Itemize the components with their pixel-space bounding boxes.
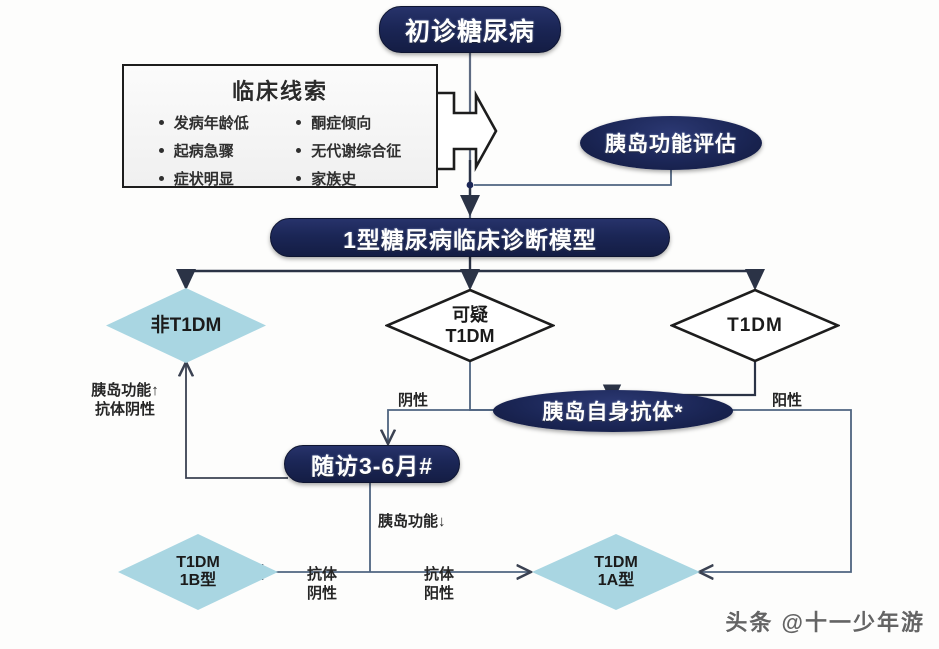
edge-label-bottom-antibody-positive-line2: 阳性 bbox=[423, 584, 454, 602]
edge-label-islet-function-down: 胰岛功能↓ bbox=[378, 513, 446, 532]
node-t1dm-1a-shape bbox=[532, 534, 700, 610]
bullet-icon bbox=[296, 120, 302, 125]
edge-label-islet-function-up-line1: 胰岛功能↑ bbox=[91, 382, 159, 399]
edge-label-islet-function-down-text: 胰岛功能↓ bbox=[378, 513, 446, 530]
node-suspect-t1dm-shape bbox=[383, 288, 557, 363]
node-islet-autoantibody[interactable]: 胰岛自身抗体* bbox=[493, 390, 733, 432]
node-t1dm-clinical-model[interactable]: 1型糖尿病临床诊断模型 bbox=[270, 218, 670, 257]
bullet-icon bbox=[158, 120, 164, 125]
edge-label-bottom-antibody-positive: 抗体 阳性 bbox=[410, 566, 468, 604]
node-followup[interactable]: 随访3-6月# bbox=[284, 445, 460, 483]
list-item: 症状明显 bbox=[158, 168, 249, 189]
node-suspect-t1dm[interactable]: 可疑 T1DM bbox=[383, 288, 557, 363]
edge-label-antibody-negative-text: 阴性 bbox=[398, 392, 429, 409]
bullet-icon bbox=[296, 148, 302, 153]
clue-text: 家族史 bbox=[311, 171, 357, 188]
node-followup-label: 随访3-6月# bbox=[310, 453, 434, 479]
clue-text: 酮症倾向 bbox=[311, 115, 372, 132]
clinical-clues-columns: 发病年龄低 起病急骤 症状明显 酮症倾向 无代谢综合征 bbox=[134, 112, 426, 189]
node-initial-diagnosis[interactable]: 初诊糖尿病 bbox=[379, 6, 561, 53]
watermark: 头条 @十一少年游 bbox=[725, 610, 925, 635]
node-t1dm-1a[interactable]: T1DM 1A型 bbox=[532, 534, 700, 610]
bullet-icon bbox=[158, 148, 164, 153]
list-item: 无代谢综合征 bbox=[296, 140, 401, 161]
node-non-t1dm-shape bbox=[106, 288, 266, 363]
clue-text: 症状明显 bbox=[173, 171, 234, 188]
clinical-clues-box: 临床线索 发病年龄低 起病急骤 症状明显 酮症倾向 bbox=[122, 64, 438, 188]
list-item: 起病急骤 bbox=[158, 140, 249, 161]
node-islet-autoantibody-label: 胰岛自身抗体* bbox=[542, 401, 684, 424]
clue-text: 起病急骤 bbox=[173, 143, 234, 160]
block-arrow-icon bbox=[422, 89, 498, 173]
node-t1dm-clinical-model-label: 1型糖尿病临床诊断模型 bbox=[343, 226, 597, 253]
node-t1dm-1b[interactable]: T1DM 1B型 bbox=[118, 534, 278, 610]
edge-label-antibody-positive: 阳性 bbox=[772, 392, 802, 411]
node-initial-diagnosis-label: 初诊糖尿病 bbox=[404, 17, 535, 46]
edge-label-antibody-positive-text: 阳性 bbox=[772, 392, 803, 409]
edge-label-islet-function-up: 胰岛功能↑ 抗体阴性 bbox=[70, 382, 180, 420]
edge-label-bottom-antibody-negative-line1: 抗体 bbox=[306, 566, 337, 583]
node-islet-function-assessment[interactable]: 胰岛功能评估 bbox=[580, 116, 762, 170]
clinical-clues-column-right: 酮症倾向 无代谢综合征 家族史 bbox=[296, 112, 401, 189]
clinical-clues-title: 临床线索 bbox=[231, 79, 328, 104]
clue-text: 发病年龄低 bbox=[173, 115, 249, 132]
edge-label-bottom-antibody-negative-line2: 阴性 bbox=[306, 584, 337, 602]
node-t1dm[interactable]: T1DM bbox=[668, 288, 842, 363]
edge-label-bottom-antibody-negative: 抗体 阴性 bbox=[293, 566, 351, 604]
node-islet-function-assessment-label: 胰岛功能评估 bbox=[605, 133, 737, 156]
bullet-icon bbox=[158, 176, 164, 181]
node-t1dm-shape bbox=[668, 288, 842, 363]
junction-dot bbox=[466, 181, 474, 189]
edge-label-bottom-antibody-positive-line1: 抗体 bbox=[423, 566, 454, 583]
edge-label-antibody-negative: 阴性 bbox=[398, 392, 428, 411]
list-item: 发病年龄低 bbox=[158, 112, 249, 133]
node-t1dm-1b-shape bbox=[118, 534, 278, 610]
clue-text: 无代谢综合征 bbox=[311, 143, 402, 160]
edge-label-islet-function-up-line2: 抗体阴性 bbox=[94, 400, 155, 418]
list-item: 家族史 bbox=[296, 168, 401, 189]
bullet-icon bbox=[296, 176, 302, 181]
node-non-t1dm[interactable]: 非T1DM bbox=[106, 288, 266, 363]
clinical-clues-column-left: 发病年龄低 起病急骤 症状明显 bbox=[158, 112, 249, 189]
list-item: 酮症倾向 bbox=[296, 112, 401, 133]
